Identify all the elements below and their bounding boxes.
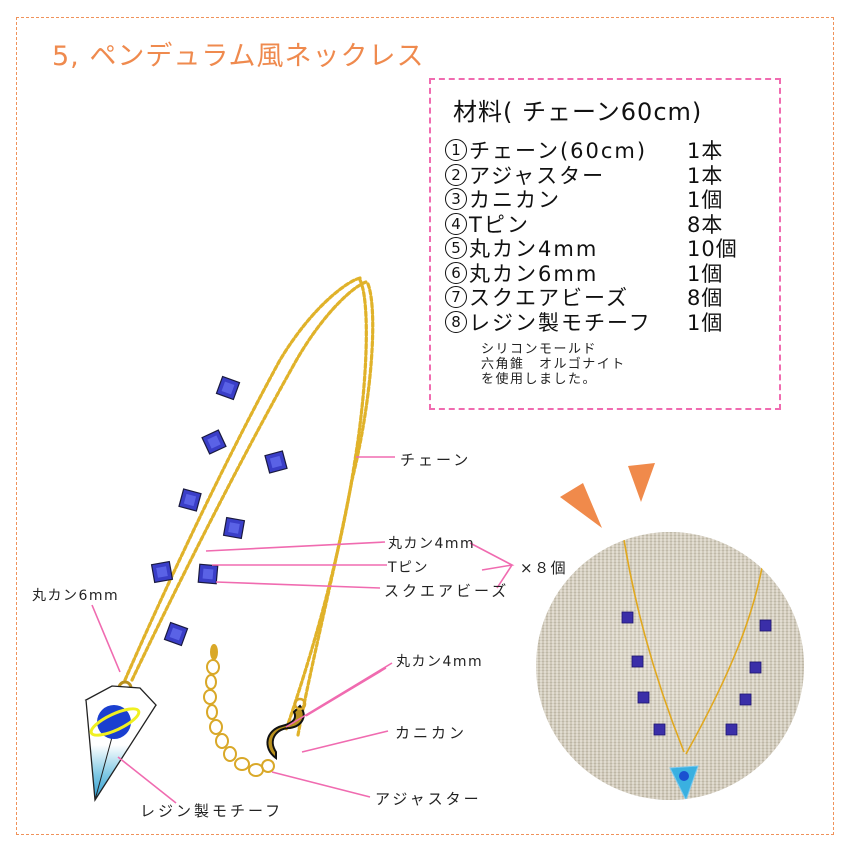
emphasis-marks-icon bbox=[560, 463, 655, 528]
material-qty: 1個 bbox=[687, 188, 724, 213]
pointer-lines bbox=[91, 456, 515, 804]
label-chain: チェーン bbox=[400, 451, 472, 469]
material-name: レジン製モチーフ bbox=[469, 310, 652, 335]
necklace-photo-image bbox=[621, 539, 772, 800]
page-title: 5, ペンデュラム風ネックレス bbox=[52, 41, 425, 72]
square-bead-icons bbox=[150, 375, 288, 647]
material-qty: 1本 bbox=[687, 163, 724, 188]
material-name: カニカン bbox=[469, 188, 561, 213]
material-item: 7 スクエアビーズ 8個 bbox=[445, 285, 738, 310]
material-name: Tピン bbox=[469, 212, 530, 237]
label-adjuster: アジャスター bbox=[375, 790, 482, 808]
label-lobster-clasp: カニカン bbox=[395, 724, 468, 742]
material-qty: 8本 bbox=[687, 212, 724, 237]
material-name: 丸カン6mm bbox=[469, 261, 599, 286]
adjuster-chain-icon bbox=[203, 644, 275, 777]
material-item: 3 カニカン 1個 bbox=[445, 187, 738, 212]
circled-number: 6 bbox=[445, 261, 467, 284]
materials-title: 材料( チェーン60cm) bbox=[453, 98, 703, 126]
circled-number: 2 bbox=[445, 163, 467, 186]
circled-number: 3 bbox=[445, 188, 467, 211]
outer-dashed-frame bbox=[16, 17, 834, 835]
lobster-clasp-icon bbox=[266, 697, 307, 760]
material-name: 丸カン4mm bbox=[469, 237, 599, 262]
material-qty: 1個 bbox=[687, 310, 724, 335]
materials-box: 材料( チェーン60cm) 1 チェーン(60cm) 1本 2 アジャスター 1… bbox=[429, 78, 781, 410]
label-jump-ring-4mm-bottom: 丸カン4mm bbox=[396, 654, 484, 670]
material-qty: 10個 bbox=[687, 237, 738, 262]
resin-motif-icon bbox=[84, 680, 157, 802]
finished-necklace-photo bbox=[536, 532, 804, 800]
material-qty: 1本 bbox=[687, 139, 724, 164]
material-item: 5 丸カン4mm 10個 bbox=[445, 236, 738, 261]
circled-number: 8 bbox=[445, 310, 467, 333]
material-item: 4 Tピン 8本 bbox=[445, 212, 738, 237]
material-name: スクエアビーズ bbox=[469, 286, 629, 311]
label-times-8: ×８個 bbox=[520, 559, 568, 577]
material-qty: 1個 bbox=[687, 261, 724, 286]
circled-number: 5 bbox=[445, 237, 467, 260]
label-square-beads: スクエアビーズ bbox=[384, 582, 510, 600]
material-item: 2 アジャスター 1本 bbox=[445, 163, 738, 188]
circled-number: 1 bbox=[445, 139, 467, 162]
materials-list: 1 チェーン(60cm) 1本 2 アジャスター 1本 3 カニカン 1個 4 … bbox=[445, 138, 738, 335]
material-item: 8 レジン製モチーフ 1個 bbox=[445, 310, 738, 335]
material-name: チェーン(60cm) bbox=[469, 139, 648, 164]
label-resin-motif: レジン製モチーフ bbox=[140, 802, 284, 820]
circled-number: 7 bbox=[445, 286, 467, 309]
material-qty: 8個 bbox=[687, 286, 724, 311]
label-t-pin: Tピン bbox=[388, 560, 430, 576]
material-item: 6 丸カン6mm 1個 bbox=[445, 261, 738, 286]
material-item: 1 チェーン(60cm) 1本 bbox=[445, 138, 738, 163]
label-jump-ring-6mm: 丸カン6mm bbox=[32, 588, 120, 604]
circled-number: 4 bbox=[445, 212, 467, 235]
materials-note: シリコンモールド 六角錐 オルゴナイト を使用しました。 bbox=[481, 342, 626, 387]
label-jump-ring-4mm-top: 丸カン4mm bbox=[388, 536, 476, 552]
chain-icon bbox=[123, 276, 375, 737]
material-name: アジャスター bbox=[469, 163, 606, 188]
